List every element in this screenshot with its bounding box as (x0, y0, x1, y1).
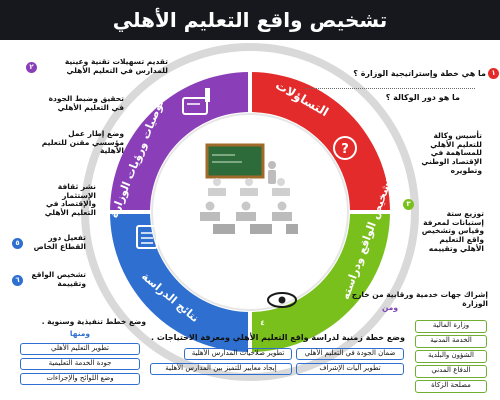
question-1: ما هي خطة وإستراتيجية الوزارة ؟ (353, 69, 486, 78)
number-badge-3: ٣ (403, 199, 414, 210)
recommendation-1: تقديم تسهيلات تقنية وعينية للمدارس في ال… (64, 57, 168, 75)
recommendation-4: نشر ثقافة الإستثمار والإقتصاد في التعليم… (44, 182, 96, 217)
timeline-item-4: إيجاد معايير للتميز بين المدارس الأهلية (150, 363, 292, 375)
exec-plan-item-1: تطوير التعليم الأهلي (20, 343, 140, 355)
timeline-item-2: تطوير صلاحيات المدارس الأهلية (184, 348, 292, 360)
eye-icon (267, 292, 297, 308)
recommendation-2: تحقيق وضبط الجودة في التعليم الأهلي (48, 94, 124, 112)
segment-recommendations (110, 72, 250, 212)
participants-heading: إشراك جهات خدمية ورقابية من خارج الوزارة (351, 290, 488, 308)
number-badge-4: ٤ (257, 318, 268, 329)
participant-entity-4: الدفاع المدني (415, 365, 487, 378)
diagnosis-item-1: تأسيس وكالة للتعليم الأهلي للمساهمة في ا… (421, 131, 482, 175)
title-bar: تشخيص واقع التعليم الأهلي (0, 0, 500, 40)
participants-and-label: ومن (381, 303, 398, 312)
classroom-icon (200, 143, 298, 234)
exec-plans-heading: وضع خطط تنفيذية وسنوية . (41, 317, 146, 326)
diagnosis-item-2: توزيع ستة إستبانات لمعرفة وقياس وتشخيص و… (421, 209, 484, 253)
question-icon: ? (333, 136, 357, 160)
question-2: ما هو دور الوكالة ؟ (385, 93, 460, 102)
participant-entity-2: الخدمة المدنية (415, 335, 487, 348)
segment-diagnosis (250, 212, 390, 352)
checklist-icon (136, 225, 158, 249)
timeline-heading: وضع خطة زمنية لدراسة واقع التعليم الأهلي… (151, 333, 405, 342)
certificate-icon (182, 88, 210, 115)
number-badge-1: ١ (488, 68, 499, 79)
number-badge-5: ٥ (12, 238, 23, 249)
participant-entity-3: الشؤون والبلدية (415, 350, 487, 363)
number-badge-6: ٦ (12, 275, 23, 286)
exec-plan-item-2: جودة الخدمة التعليمية (20, 358, 140, 370)
outer-ring (81, 43, 419, 381)
participant-entity-1: وزارة المالية (415, 320, 487, 333)
results-item-2: تشخيص الواقع وتقييمة (31, 270, 86, 288)
recommendation-3: وضع إطار عمل مؤسسي مقنن للتعليم الأهلية (41, 129, 124, 156)
exec-plans-subheading: ومنها (69, 329, 91, 338)
segment-questions (250, 72, 390, 212)
results-item-1: تفعيل دور القطاع الخاص (33, 233, 86, 251)
number-badge-2: ٢ (26, 62, 37, 73)
timeline-item-1: ضمان الجودة في التعليم الأهلي (296, 348, 404, 360)
svg-text:?: ? (341, 142, 349, 157)
page-title: تشخيص واقع التعليم الأهلي (112, 8, 388, 32)
timeline-item-3: تطوير آليات الإشراف (296, 363, 404, 375)
participant-entity-5: مصلحة الزكاة (415, 380, 487, 393)
exec-plan-item-3: وضع اللوائح والإجراءات (20, 373, 140, 385)
